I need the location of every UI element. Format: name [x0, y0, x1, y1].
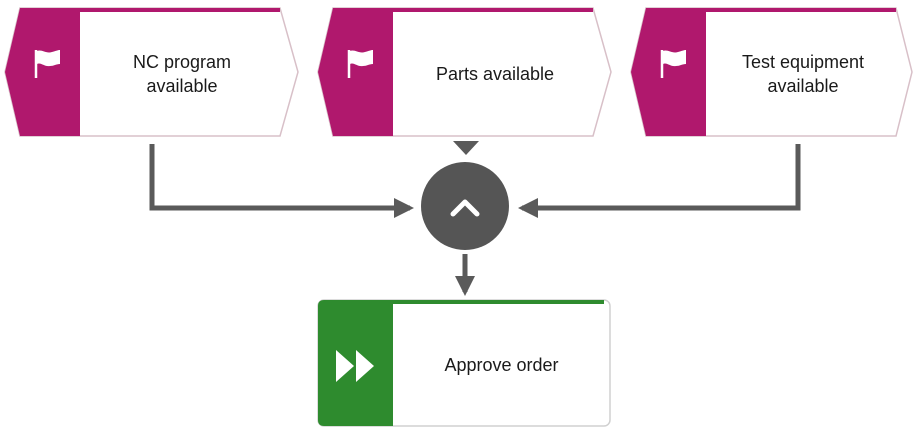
event-label-parts: Parts available	[435, 64, 555, 84]
connector-test-to-and	[518, 144, 801, 218]
function-accent	[318, 300, 393, 426]
flag-icon	[34, 50, 60, 78]
event-accent	[318, 8, 393, 136]
connector-parts-to-and	[453, 141, 479, 155]
event-accent	[5, 8, 80, 136]
function-label: Approve order	[444, 355, 559, 375]
event-accent	[631, 8, 706, 136]
event-nc-program[interactable]	[4, 7, 299, 137]
connector-nc-to-and	[149, 144, 414, 218]
function-approve-order[interactable]	[317, 299, 611, 427]
and-operator[interactable]	[421, 162, 509, 250]
caret-up-icon	[450, 199, 480, 217]
event-label-test-equipment: Test equipment available	[741, 52, 865, 96]
event-label-nc-program: NC program available	[132, 52, 232, 96]
flag-icon	[347, 50, 373, 78]
flag-icon	[660, 50, 686, 78]
connectors	[149, 141, 801, 296]
fast-forward-icon	[336, 350, 374, 382]
event-parts[interactable]	[317, 7, 612, 137]
event-test-equipment[interactable]	[630, 7, 913, 137]
